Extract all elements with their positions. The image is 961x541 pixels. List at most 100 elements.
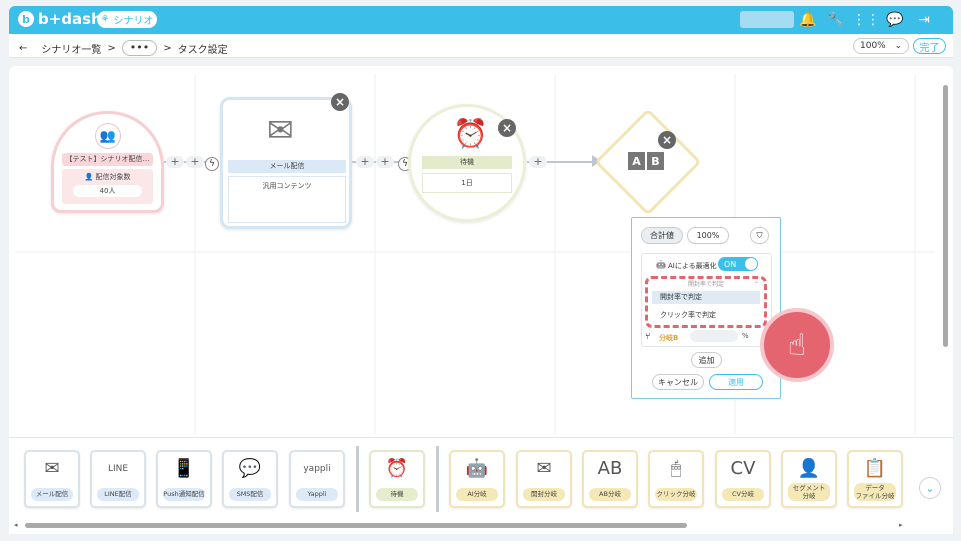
horizontal-scrollbar[interactable]: [25, 523, 687, 528]
dropdown-option-click-rate[interactable]: クリック率で判定: [660, 311, 716, 319]
toggle-label: ON: [724, 259, 737, 269]
close-icon[interactable]: ×: [498, 119, 516, 137]
top-header-bar: [9, 6, 953, 34]
add-step-button[interactable]: +: [356, 156, 374, 168]
breadcrumb-separator: >: [163, 42, 172, 54]
total-value: 100%: [687, 227, 729, 244]
palette-tile-label: LINE配信: [97, 488, 139, 501]
palette-tile-label: Yappli: [296, 488, 338, 501]
scenario-badge-label: シナリオ: [113, 16, 154, 27]
envelope-icon: ✉: [267, 111, 294, 149]
pointing-hand-icon: ☝: [760, 308, 834, 382]
account-name-redacted[interactable]: [740, 11, 794, 28]
grid-icon[interactable]: ⋮⋮: [852, 12, 880, 28]
scroll-right-icon[interactable]: ▸: [899, 521, 903, 529]
logo-text: b+dash: [38, 10, 102, 28]
breadcrumb-separator: >: [107, 42, 116, 54]
percent-label: %: [742, 332, 749, 340]
done-button[interactable]: 完了: [913, 38, 946, 54]
trigger-bolt-icon[interactable]: ϟ: [205, 157, 219, 171]
app-logo[interactable]: b b+dash: [18, 10, 102, 28]
palette-tile-push[interactable]: 📱Push通知配信: [156, 450, 212, 508]
palette-tile-click-split[interactable]: 🖱クリック分岐: [648, 450, 704, 508]
palette-tile-sms[interactable]: 💬 SMS配信: [222, 450, 278, 508]
start-node-title: 【テスト】シナリオ配信…: [62, 153, 153, 166]
split-b-label: 分岐B: [659, 334, 679, 342]
users-icon: 👥: [95, 123, 121, 149]
scenario-icon: ⚘: [100, 14, 110, 25]
palette-tile-open-split[interactable]: ✉開封分岐: [516, 450, 572, 508]
palette-tile-label: セグメント 分岐: [788, 483, 830, 501]
scroll-left-icon[interactable]: ◂: [14, 521, 18, 529]
judge-method-dropdown[interactable]: 開封率で判定 ⌃ 開封率で判定 クリック率で判定: [645, 276, 767, 328]
palette-tile-ab-split[interactable]: AB AB分岐: [582, 450, 638, 508]
total-label: 合計値: [641, 227, 683, 244]
breadcrumb-current: タスク設定: [177, 44, 228, 56]
dropdown-header: 開封率で判定 ⌃: [648, 279, 764, 290]
chat-icon[interactable]: 💬: [886, 12, 904, 28]
palette-tile-wait[interactable]: ⏰待機: [369, 450, 425, 508]
envelope-icon: ✉: [44, 458, 60, 479]
ab-icon: AB: [597, 458, 623, 479]
robot-icon: 🤖: [656, 260, 666, 269]
wrench-icon[interactable]: 🔧: [827, 12, 845, 28]
breadcrumb-more-button[interactable]: •••: [121, 40, 158, 56]
add-step-button[interactable]: +: [166, 156, 184, 168]
ai-optimize-toggle[interactable]: ON: [718, 257, 758, 271]
ab-a-cell: A: [628, 152, 645, 170]
scenario-badge[interactable]: ⚘ シナリオ: [97, 11, 157, 28]
cv-icon: CV: [730, 458, 756, 479]
add-button[interactable]: 追加: [691, 352, 722, 368]
mail-content-box[interactable]: 汎用コンテンツ: [228, 176, 346, 223]
close-icon[interactable]: ×: [658, 131, 676, 149]
ai-option-box: 🤖 AIによる最適化 ON ⑂ 分岐B %: [641, 253, 772, 347]
back-arrow-icon[interactable]: ←: [19, 42, 28, 54]
ab-b-cell: B: [647, 152, 664, 170]
palette-tile-mail[interactable]: ✉メール配信: [24, 450, 80, 508]
vertical-scrollbar[interactable]: [943, 85, 948, 347]
dropdown-header-text: 開封率で判定: [687, 281, 724, 288]
expand-palette-button[interactable]: ⌄: [919, 477, 941, 499]
chevron-up-icon: ⌃: [753, 281, 759, 288]
wait-duration-value[interactable]: 1日: [422, 173, 512, 193]
zoom-select[interactable]: 100% ⌄: [853, 38, 909, 54]
split-b-input[interactable]: [690, 330, 738, 342]
palette-tile-label: AI分岐: [456, 488, 498, 501]
palette-tile-segment-split[interactable]: 👤セグメント 分岐: [781, 450, 837, 508]
palette-tile-label: AB分岐: [589, 488, 631, 501]
palette-tile-label: 待機: [376, 488, 418, 501]
ab-split-icon: A B: [628, 152, 664, 170]
start-node[interactable]: 👥 【テスト】シナリオ配信… 👤 配信対象数 40人: [51, 111, 164, 213]
alarm-clock-icon: ⏰: [453, 117, 488, 150]
palette-tile-line[interactable]: LINE LINE配信: [90, 450, 146, 508]
add-step-button[interactable]: +: [186, 156, 204, 168]
breadcrumb-bar: [9, 34, 953, 58]
dropdown-option-open-rate[interactable]: 開封率で判定: [652, 291, 760, 304]
person-icon: 👤: [84, 173, 94, 181]
bell-icon[interactable]: 🔔: [799, 12, 817, 28]
mail-node-label: メール配信: [228, 160, 346, 173]
add-step-button[interactable]: +: [376, 156, 394, 168]
shield-icon[interactable]: ⛉: [750, 227, 769, 244]
mail-node[interactable]: ✉ メール配信 汎用コンテンツ: [220, 97, 352, 229]
palette-tile-label: Push通知配信: [163, 488, 205, 501]
palette-tile-label: クリック分岐: [655, 488, 697, 501]
cancel-button[interactable]: キャンセル: [652, 374, 704, 390]
apply-button[interactable]: 適用: [709, 374, 763, 390]
palette-tile-datafile-split[interactable]: 📋データ ファイル分岐: [847, 450, 903, 508]
line-icon: LINE: [107, 464, 129, 474]
close-icon[interactable]: ×: [331, 93, 349, 111]
palette-tile-ai-split[interactable]: 🤖AI分岐: [449, 450, 505, 508]
chat-bubbles-icon: 💬: [238, 458, 262, 479]
target-count-label: 配信対象数: [95, 173, 131, 181]
breadcrumb-scenario-list[interactable]: シナリオ一覧: [41, 44, 102, 56]
clipboard-icon: 📋: [863, 458, 887, 479]
chevron-down-icon: ⌄: [894, 41, 902, 51]
split-icon: ⑂: [645, 332, 651, 342]
target-count-value: 40人: [73, 185, 142, 197]
palette-tile-label: SMS配信: [229, 488, 271, 501]
add-step-button[interactable]: +: [529, 156, 547, 168]
logout-icon[interactable]: ⇥: [918, 12, 930, 28]
